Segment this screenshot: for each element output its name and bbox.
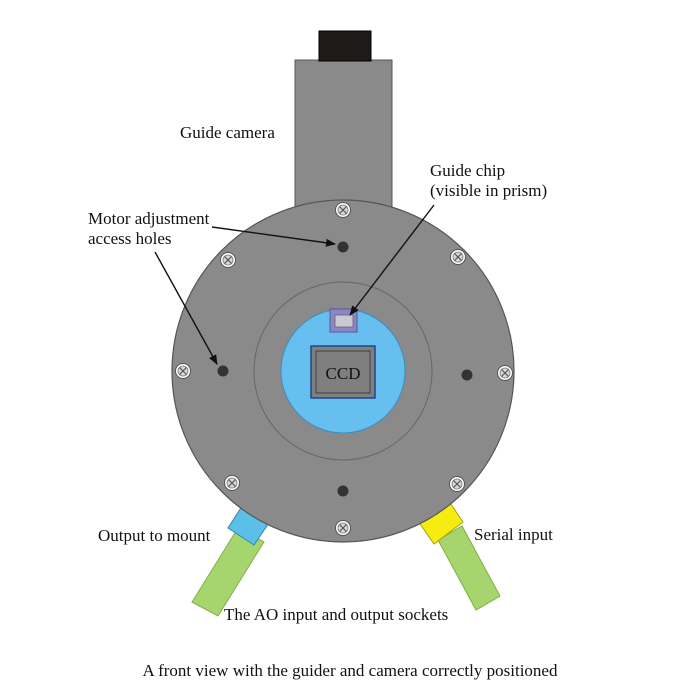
guide-chip: [334, 314, 354, 328]
arrow-to-guide-chip: [349, 204, 435, 316]
ccd-sensor: [315, 350, 371, 394]
motor-hole-top: [337, 241, 349, 253]
figure-caption: A front view with the guider and camera …: [142, 661, 558, 680]
sockets-label: The AO input and output sockets: [224, 605, 449, 624]
output-mount-label: Output to mount: [98, 526, 211, 545]
motor-hole-bottom: [337, 485, 349, 497]
screw-left: [174, 362, 192, 380]
arrow-to-top-hole: [211, 226, 336, 247]
serial-cable: [437, 525, 501, 611]
motor-hole-right: [461, 369, 473, 381]
motor-hole-left: [217, 365, 229, 377]
serial-input-label: Serial input: [474, 525, 553, 544]
motor-holes-label-line1: Motor adjustment: [88, 209, 210, 228]
screw-bottom: [334, 519, 352, 537]
guide-chip-label-line1: Guide chip: [430, 161, 506, 180]
screw-upper-left: [219, 251, 237, 269]
guide-chip-label-line2: (visible in prism): [430, 181, 548, 200]
output-cable: [191, 527, 265, 617]
ccd-label: CCD: [326, 364, 361, 383]
guide-camera-label: Guide camera: [180, 123, 275, 142]
guide-camera-cap: [318, 30, 372, 62]
screw-right: [496, 364, 514, 382]
screw-lower-right: [448, 475, 466, 493]
motor-holes-label-line2: access holes: [88, 229, 172, 248]
inner-ring: [253, 281, 433, 461]
screw-top: [334, 201, 352, 219]
arrow-to-left-hole: [154, 251, 218, 365]
screw-upper-right: [449, 248, 467, 266]
guide-camera-body: [294, 59, 393, 223]
screw-lower-left: [223, 474, 241, 492]
